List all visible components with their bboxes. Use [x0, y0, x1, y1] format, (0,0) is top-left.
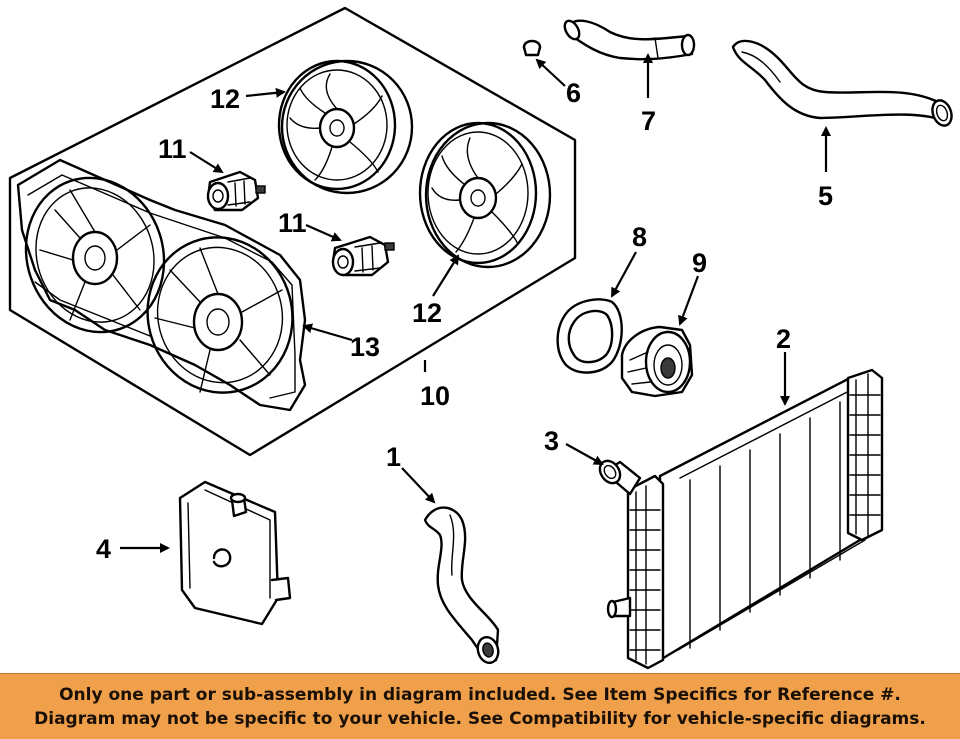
callout-labels: 12 11 11 12 13 10 6 7 5 8 9 2 3 1 4 — [96, 78, 833, 564]
fan-blade-lower — [418, 121, 552, 269]
callout-12-upper: 12 — [210, 84, 240, 114]
parts-diagram: 12 11 11 12 13 10 6 7 5 8 9 2 3 1 4 — [8, 6, 953, 670]
hose-1 — [423, 506, 500, 665]
cap-6 — [522, 39, 542, 57]
callout-2: 2 — [776, 324, 791, 354]
fan-blade-upper — [277, 59, 414, 195]
callout-6: 6 — [566, 78, 581, 108]
callout-11-upper: 11 — [158, 134, 187, 164]
disclaimer-banner: Only one part or sub-assembly in diagram… — [0, 673, 960, 739]
disclaimer-line-2: Diagram may not be specific to your vehi… — [34, 708, 926, 729]
callout-10: 10 — [420, 381, 450, 411]
hose-5 — [731, 39, 953, 127]
fan-motor-lower — [331, 235, 395, 277]
leader-lines — [120, 53, 831, 553]
fan-shroud-assembly — [16, 158, 307, 412]
callout-3: 3 — [544, 426, 559, 456]
fan-assembly-box — [8, 6, 577, 457]
callout-8: 8 — [632, 222, 647, 252]
callout-1: 1 — [386, 442, 401, 472]
fan-motor-upper — [206, 170, 266, 212]
reservoir-4 — [178, 480, 292, 626]
callout-4: 4 — [96, 534, 111, 564]
inlet-fitting-3 — [598, 459, 642, 496]
hose-7 — [563, 19, 696, 61]
callout-11-lower: 11 — [278, 208, 307, 238]
gasket-8 — [556, 298, 623, 374]
radiator-2 — [606, 368, 884, 670]
callout-13: 13 — [350, 332, 380, 362]
callout-9: 9 — [692, 248, 707, 278]
callout-7: 7 — [641, 106, 656, 136]
disclaimer-line-1: Only one part or sub-assembly in diagram… — [59, 684, 901, 705]
callout-12-lower: 12 — [412, 298, 442, 328]
thermostat-housing-9 — [620, 325, 694, 398]
callout-5: 5 — [818, 181, 833, 211]
